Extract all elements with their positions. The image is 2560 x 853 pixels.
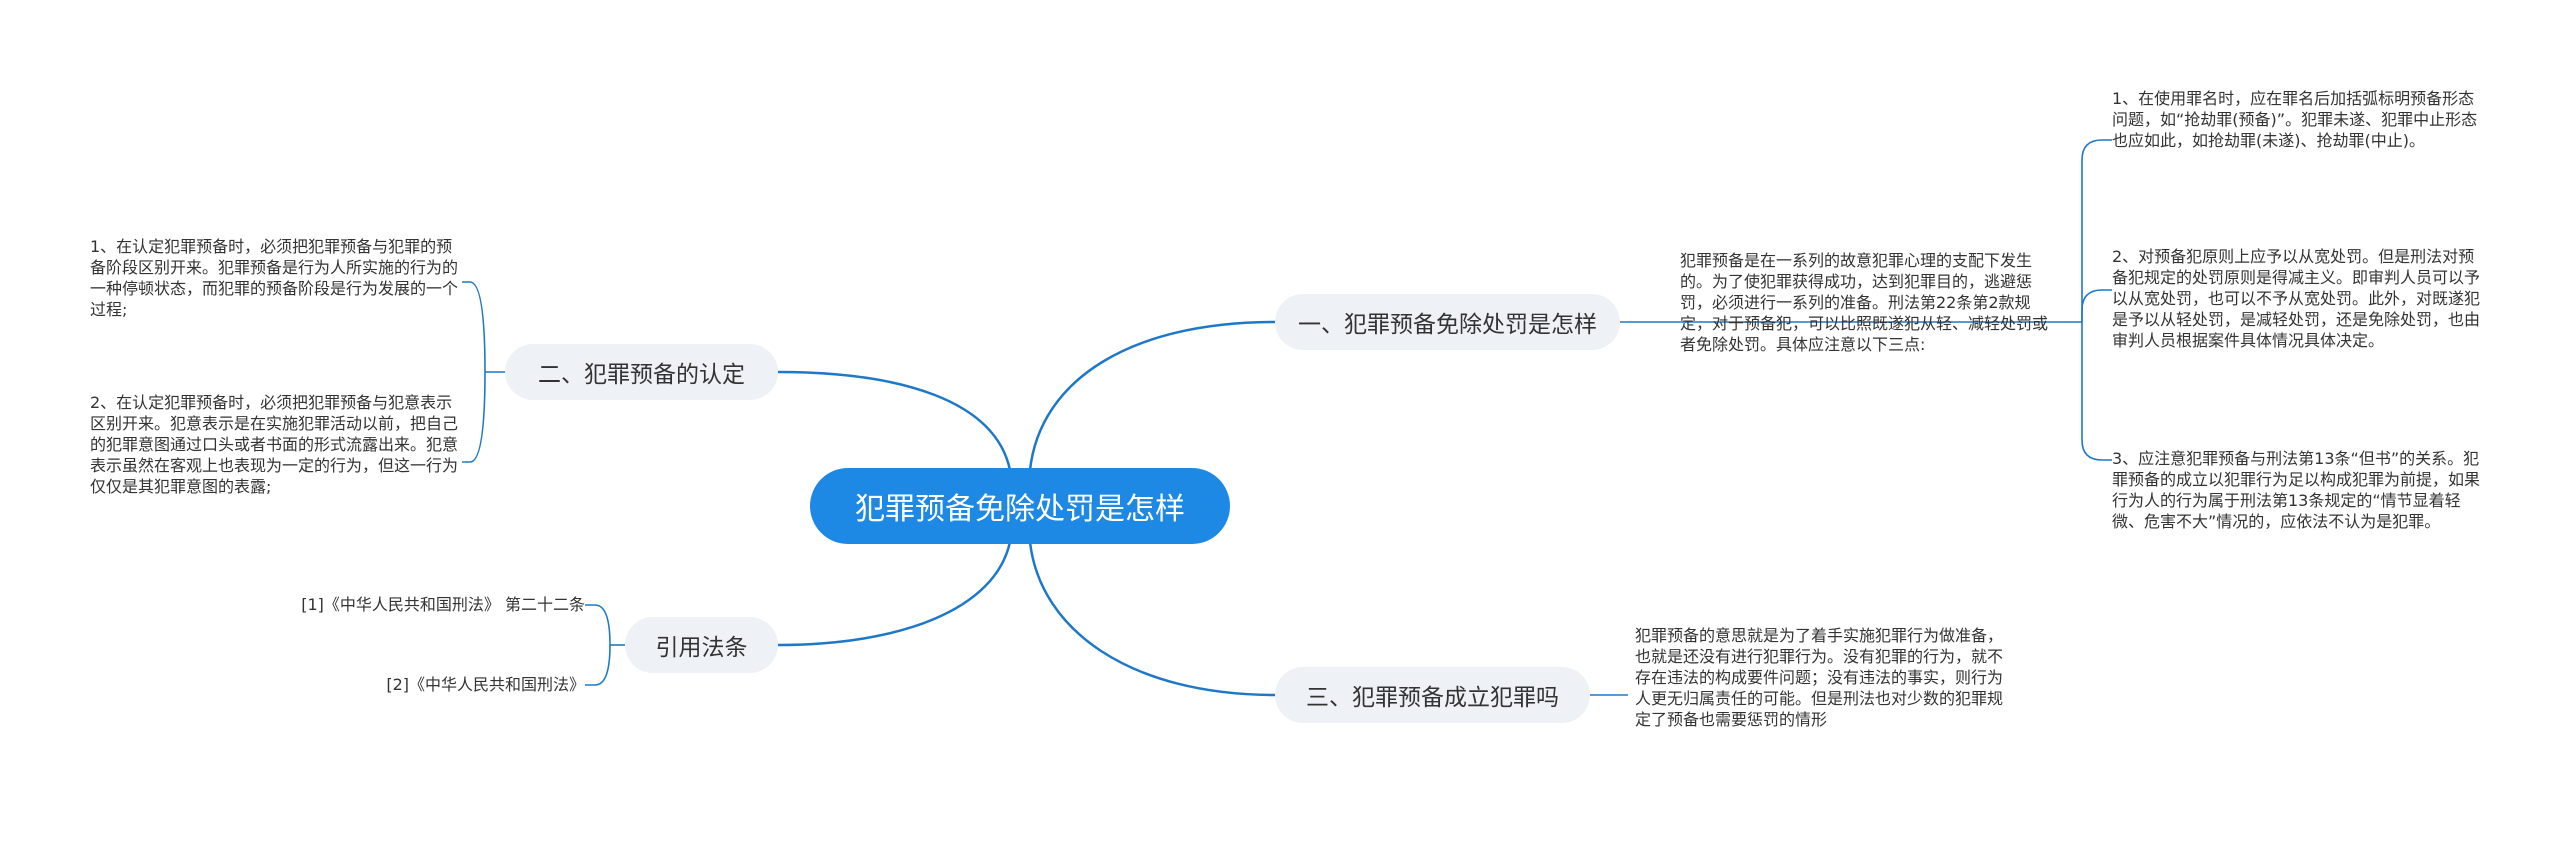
bracket-b2-p1 (462, 281, 486, 373)
link-central-b2 (777, 370, 1012, 471)
link-central-b4 (777, 541, 1012, 647)
bracket-b2-p2 (462, 371, 486, 463)
bracket-b1-p3 (2081, 322, 2112, 461)
central-topic[interactable]: 犯罪预备免除处罚是怎样 (810, 468, 1230, 544)
bracket-b1-p2 (2081, 289, 2112, 322)
b3-description: 犯罪预备的意思就是为了着手实施犯罪行为做准备，也就是还没有进行犯罪行为。没有犯罪… (1635, 626, 2004, 729)
bracket-b4-r2 (585, 644, 611, 686)
b1-point-3: 3、应注意犯罪预备与刑法第13条“但书”的关系。犯罪预备的成立以犯罪行为足以构成… (2112, 449, 2481, 531)
b1-point-2: 2、对预备犯原则上应予以从宽处罚。但是刑法对预备犯规定的处罚原则是得减主义。即审… (2112, 247, 2481, 350)
b1-point-1: 1、在使用罪名时，应在罪名后加括弧标明预备形态问题，如“抢劫罪(预备)”。犯罪未… (2112, 89, 2478, 150)
branch-cited-statutes-label: 引用法条 (655, 635, 748, 661)
b2-point-1: 1、在认定犯罪预备时，必须把犯罪预备与犯罪的预备阶段区别开来。犯罪预备是行为人所… (90, 237, 459, 319)
link-central-b1 (1028, 320, 1276, 471)
bracket-b4-r1 (585, 604, 611, 646)
b1-description: 犯罪预备是在一系列的故意犯罪心理的支配下发生的。为了使犯罪获得成功，达到犯罪目的… (1680, 251, 2049, 354)
link-central-b3 (1028, 541, 1276, 697)
branch-preparation-determination-label: 二、犯罪预备的认定 (538, 362, 745, 388)
b4-reference-2: [2]《中华人民共和国刑法》 (386, 675, 585, 694)
b2-point-2: 2、在认定犯罪预备时，必须把犯罪预备与犯意表示区别开来。犯意表示是在实施犯罪活动… (90, 393, 459, 496)
bracket-b1-p1 (2081, 139, 2112, 322)
branch-preparation-constitutes-crime[interactable]: 三、犯罪预备成立犯罪吗 (1275, 667, 1590, 723)
branch-penalty-exemption-label: 一、犯罪预备免除处罚是怎样 (1298, 312, 1597, 338)
b4-reference-1: [1]《中华人民共和国刑法》 第二十二条 (301, 595, 585, 614)
branch-preparation-constitutes-crime-label: 三、犯罪预备成立犯罪吗 (1306, 685, 1559, 711)
central-topic-label: 犯罪预备免除处罚是怎样 (855, 492, 1185, 527)
branch-preparation-determination[interactable]: 二、犯罪预备的认定 (505, 344, 778, 400)
branch-penalty-exemption[interactable]: 一、犯罪预备免除处罚是怎样 (1275, 294, 1620, 350)
branch-cited-statutes[interactable]: 引用法条 (625, 617, 778, 673)
